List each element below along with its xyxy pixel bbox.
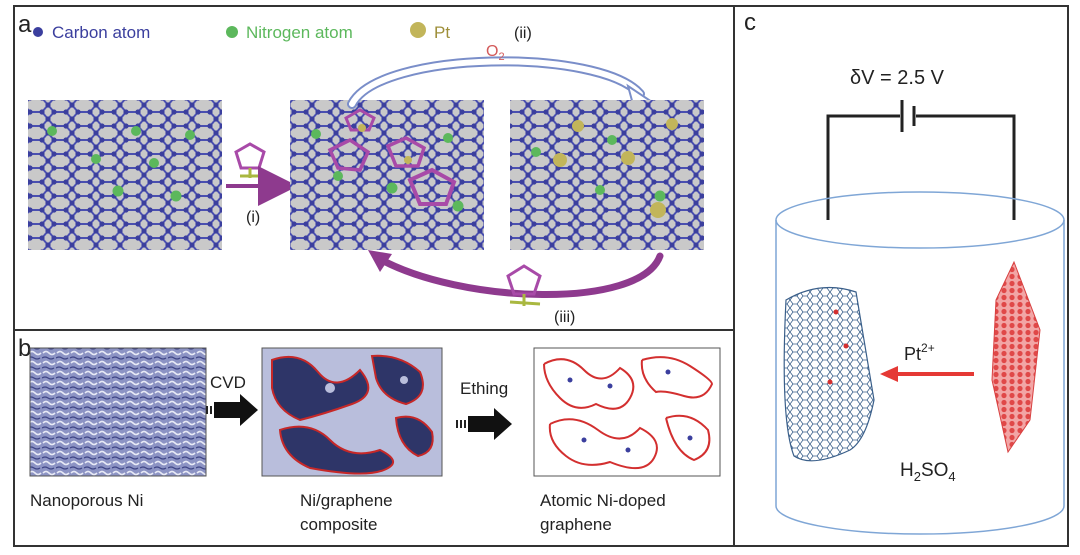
nitrogen-atom: [91, 154, 101, 164]
cvd-label: CVD: [210, 373, 246, 392]
cvd-arrow-icon: [214, 394, 258, 426]
panel-b-letter: b: [18, 335, 31, 362]
legend: Carbon atom Nitrogen atom Pt: [33, 22, 450, 42]
pt-atom-icon: [410, 22, 426, 38]
ni-graphene-label-line2: composite: [300, 515, 377, 534]
nanoporous-ni-image: [29, 347, 207, 477]
nitrogen-atom: [149, 158, 159, 168]
panel-a-letter: a: [18, 11, 32, 38]
etching-arrow-icon: [468, 408, 512, 440]
cyclopentadienyl-molecule-icon: [234, 142, 266, 178]
ion-migration: Pt2+: [880, 341, 974, 382]
step-ii-label: (ii): [514, 25, 532, 42]
legend-carbon-label: Carbon atom: [52, 23, 150, 42]
carbon-atom-icon: [33, 27, 43, 37]
ni-doped-label-line1: Atomic Ni-doped: [540, 491, 666, 510]
nitrogen-atom: [131, 126, 141, 136]
nitrogen-atom-icon: [226, 26, 238, 38]
step-iii: (iii): [368, 250, 664, 326]
pt-ion-label: Pt2+: [904, 341, 935, 364]
step-ii: (ii) O2: [347, 25, 655, 110]
legend-pt-label: Pt: [434, 23, 450, 42]
graphene-sheet-1: [28, 100, 222, 250]
graphene-sheet-3: [510, 100, 704, 250]
cell-rim: [775, 191, 1065, 249]
arrow-iii-head: [368, 250, 392, 272]
ion-arrow-icon: [880, 366, 898, 382]
nitrogen-atom: [47, 126, 57, 136]
graphene-sheet-2: [290, 100, 484, 250]
adsorbed-molecule: [327, 108, 457, 206]
step-i: (i): [226, 142, 298, 226]
nanotube-cathode: [783, 286, 875, 462]
panel-c-letter: c: [744, 9, 756, 36]
ni-graphene-image: [261, 347, 443, 477]
ni-doped-graphene-image: [533, 347, 721, 477]
legend-nitrogen-label: Nitrogen atom: [246, 23, 353, 42]
ni-doped-label-line2: graphene: [540, 515, 612, 534]
cvd-step: CVD: [206, 373, 258, 426]
voltage-label: δV = 2.5 V: [850, 67, 945, 89]
nitrogen-atom: [112, 185, 124, 197]
o2-label: O2: [486, 43, 505, 63]
etching-label: Ething: [460, 379, 508, 398]
pt-anode: [991, 260, 1041, 454]
etching-step: Ething: [456, 379, 512, 440]
panel-c-frame: [733, 5, 1069, 547]
ni-graphene-label-line1: Ni/graphene: [300, 491, 393, 510]
step-iii-label: (iii): [554, 309, 575, 326]
nanoporous-ni-label: Nanoporous Ni: [30, 491, 143, 510]
nitrogen-atom: [185, 130, 195, 140]
cyclopentadienyl-molecule-icon: [506, 264, 542, 306]
electrolyte-label: H2SO4: [900, 460, 956, 484]
step-i-label: (i): [246, 209, 260, 226]
nitrogen-atom: [170, 190, 182, 202]
